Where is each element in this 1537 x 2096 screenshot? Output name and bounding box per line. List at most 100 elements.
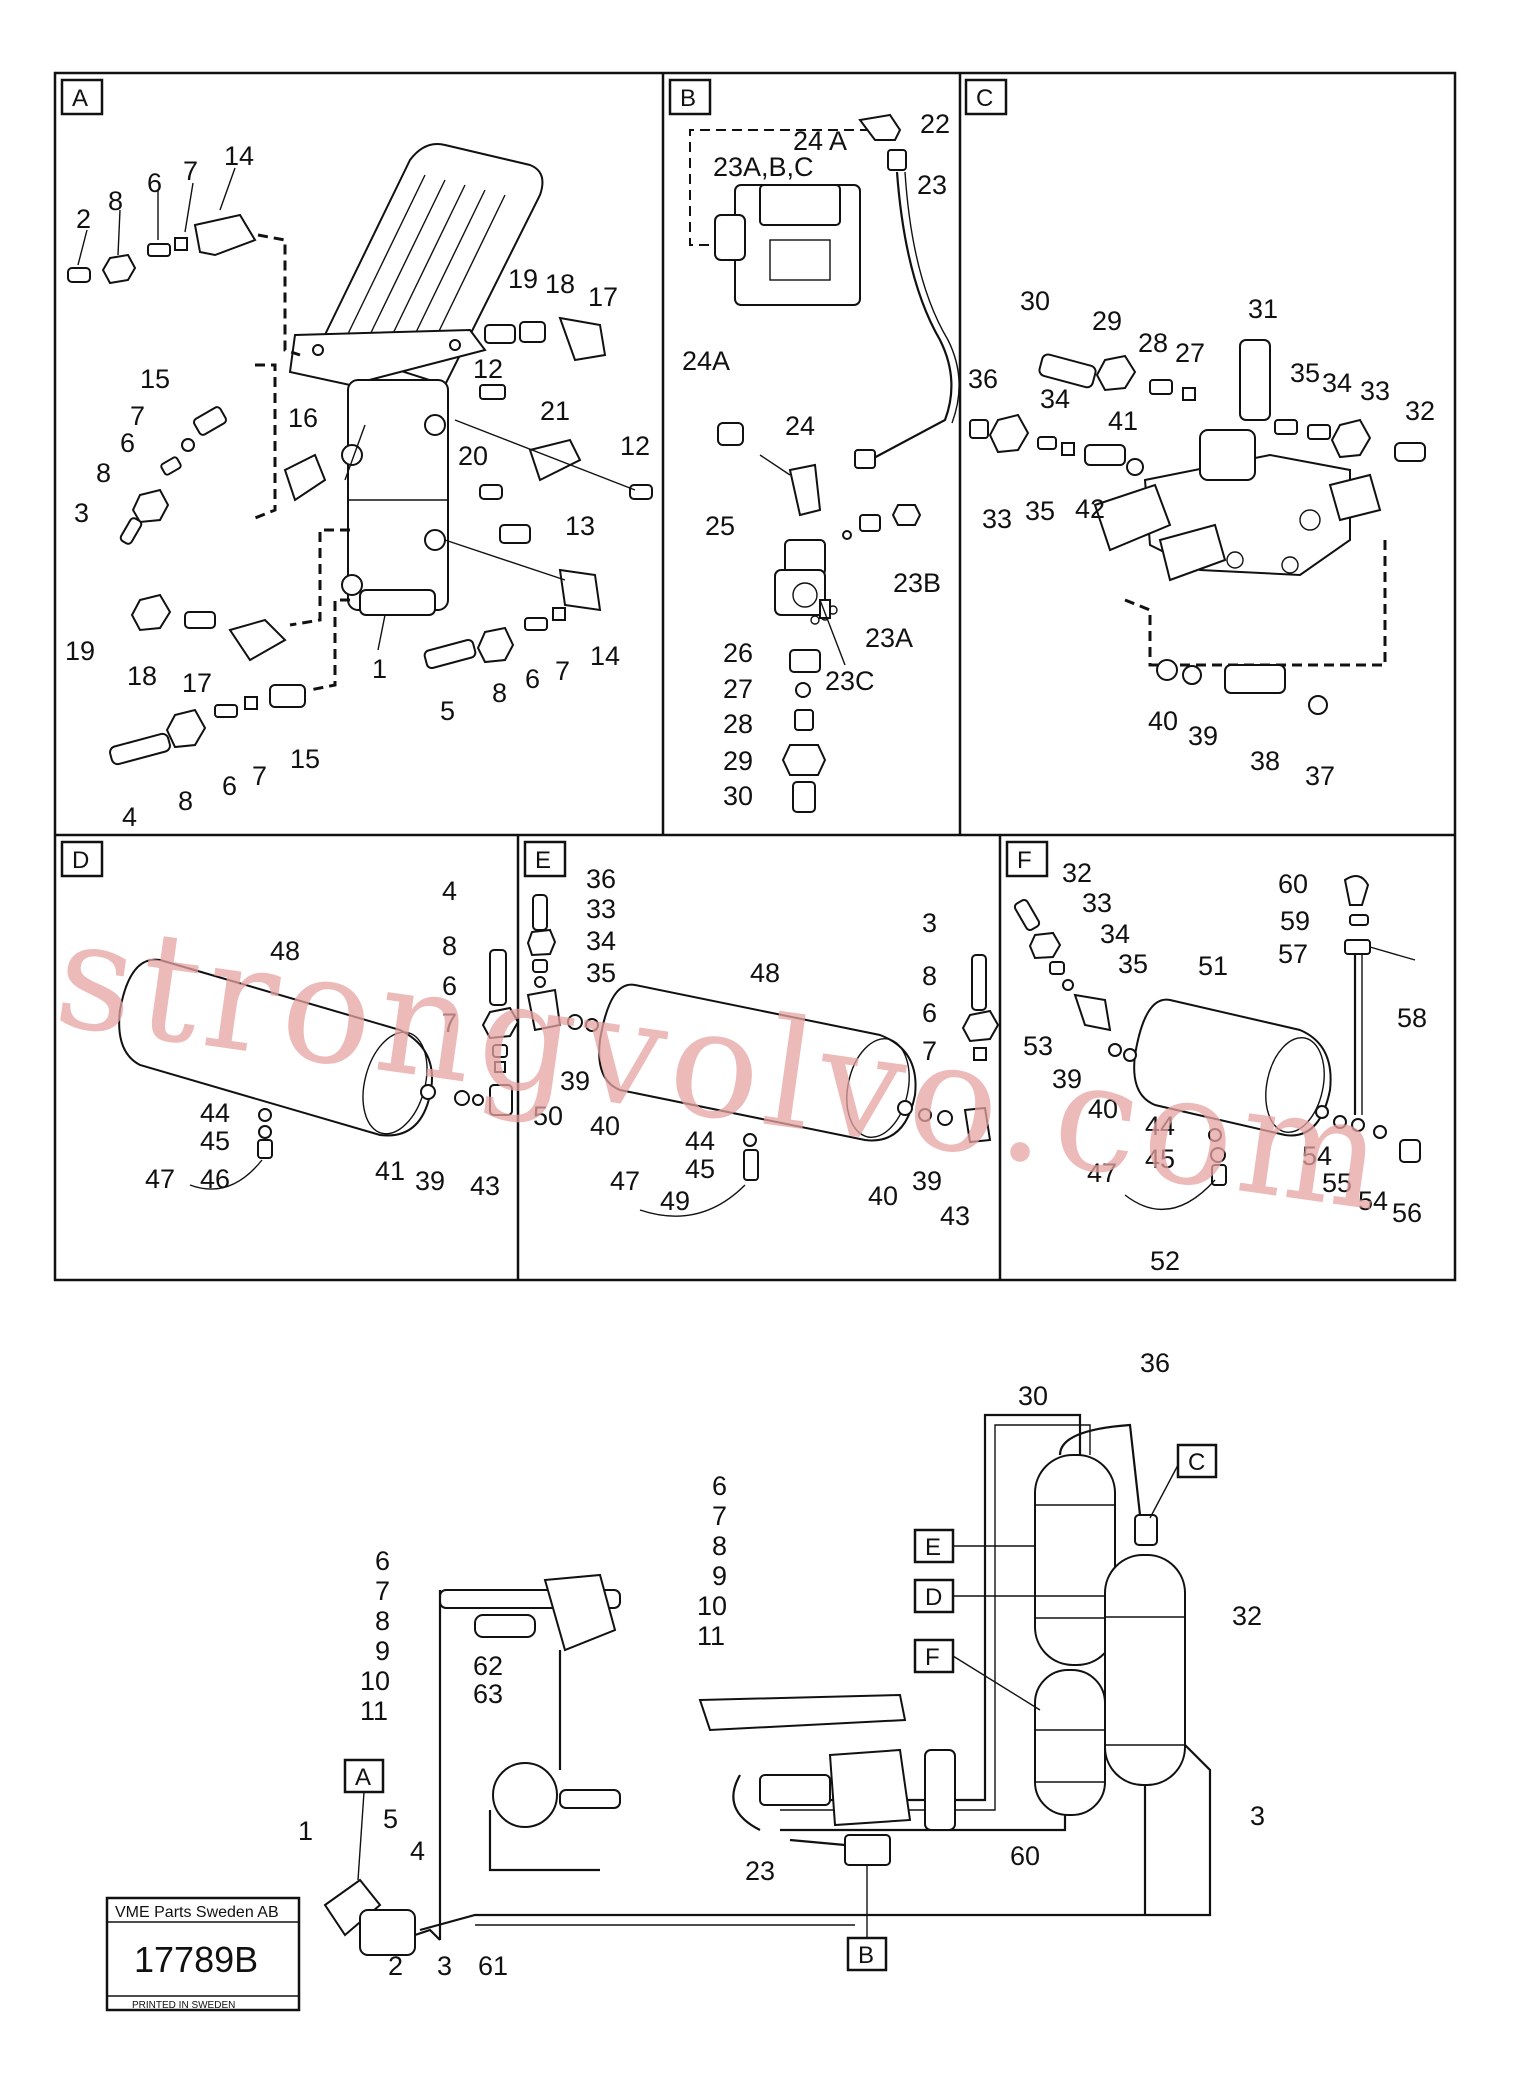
label-7c: 7: [555, 656, 570, 686]
label-23o: 23: [745, 1856, 775, 1886]
panel-e-labels: 36 33 34 35 48 3 8 6 7 39 50 40 44 45 47…: [533, 864, 970, 1231]
label-8d: 8: [178, 786, 193, 816]
label-32o: 32: [1232, 1601, 1262, 1631]
label-45d: 45: [200, 1126, 230, 1156]
label-10o2: 10: [360, 1666, 390, 1696]
label-45e: 45: [685, 1154, 715, 1184]
label-56f: 56: [1392, 1198, 1422, 1228]
label-35f: 35: [1118, 949, 1148, 979]
label-63o: 63: [473, 1679, 503, 1709]
label-48d: 48: [270, 936, 300, 966]
panel-letter-E: E: [523, 840, 567, 878]
label-39c: 39: [1188, 721, 1218, 751]
label-9o2: 9: [375, 1636, 390, 1666]
label-29: 29: [723, 746, 753, 776]
label-43d: 43: [470, 1171, 500, 1201]
label-4d: 4: [442, 876, 457, 906]
label-2o: 2: [388, 1951, 403, 1981]
printed-note: PRINTED IN SWEDEN: [132, 2000, 235, 2011]
label-28: 28: [723, 709, 753, 739]
label-7o: 7: [712, 1501, 727, 1531]
label-26: 26: [723, 638, 753, 668]
label-24: 24: [785, 411, 815, 441]
svg-text:A: A: [355, 1764, 371, 1791]
svg-text:F: F: [925, 1644, 940, 1671]
label-16: 16: [288, 403, 318, 433]
label-61o: 61: [478, 1951, 508, 1981]
label-35c2: 35: [1025, 496, 1055, 526]
label-33f: 33: [1082, 888, 1112, 918]
label-47e: 47: [610, 1166, 640, 1196]
label-5: 5: [440, 696, 455, 726]
label-35c: 35: [1290, 358, 1320, 388]
panel-letter-C: C: [964, 78, 1008, 116]
label-33e: 33: [586, 894, 616, 924]
label-14b: 14: [590, 641, 620, 671]
label-44e: 44: [685, 1126, 715, 1156]
label-31: 31: [1248, 294, 1278, 324]
callout-d: D: [913, 1578, 955, 1614]
label-10o: 10: [697, 1591, 727, 1621]
label-13: 13: [565, 511, 595, 541]
label-6c: 6: [525, 664, 540, 694]
label-23c: 23C: [825, 666, 875, 696]
label-33c: 33: [1360, 376, 1390, 406]
label-39d: 39: [415, 1166, 445, 1196]
label-23abc: 23A,B,C: [713, 152, 814, 182]
label-8: 8: [108, 186, 123, 216]
panel-f-labels: 32 33 34 35 60 59 57 51 58 53 39 40 44 4…: [1023, 858, 1427, 1276]
label-7f: 7: [922, 1036, 937, 1066]
label-21: 21: [540, 396, 570, 426]
label-41d: 41: [375, 1156, 405, 1186]
label-29c: 29: [1092, 306, 1122, 336]
panel-a-drawing: [67, 143, 653, 766]
label-39f: 39: [1052, 1064, 1082, 1094]
label-57f: 57: [1278, 939, 1308, 969]
label-12: 12: [473, 354, 503, 384]
label-14: 14: [224, 141, 254, 171]
label-6: 6: [147, 168, 162, 198]
label-35e: 35: [586, 958, 616, 988]
label-40e: 40: [590, 1111, 620, 1141]
label-34e: 34: [586, 926, 616, 956]
overview-callouts: A B C D E F: [343, 1443, 1218, 1972]
label-53f: 53: [1023, 1031, 1053, 1061]
svg-text:C: C: [976, 85, 993, 112]
label-15: 15: [140, 364, 170, 394]
panel-a-labels: 14 7 6 8 2 19 18 17 15 7 6 8 3 16 12 21 …: [65, 141, 650, 832]
label-1o: 1: [298, 1816, 313, 1846]
label-51f: 51: [1198, 951, 1228, 981]
label-11o2: 11: [360, 1696, 388, 1726]
svg-text:F: F: [1017, 847, 1032, 874]
label-50e: 50: [533, 1101, 563, 1131]
label-54f2: 54: [1358, 1186, 1388, 1216]
label-24a: 24A: [682, 346, 730, 376]
company-name: VME Parts Sweden AB: [115, 1904, 279, 1921]
label-11o: 11: [697, 1621, 725, 1651]
label-20: 20: [458, 441, 488, 471]
label-30o: 30: [1018, 1381, 1048, 1411]
label-34c: 34: [1322, 368, 1352, 398]
label-37c: 37: [1305, 761, 1335, 791]
label-40c: 40: [1148, 706, 1178, 736]
label-32f: 32: [1062, 858, 1092, 888]
label-27: 27: [723, 674, 753, 704]
label-18: 18: [545, 269, 575, 299]
label-24-a: 24 A: [793, 126, 847, 156]
label-19b: 19: [65, 636, 95, 666]
label-49e: 49: [660, 1186, 690, 1216]
label-23: 23: [917, 170, 947, 200]
label-34c2: 34: [1040, 384, 1070, 414]
label-33c2: 33: [982, 504, 1012, 534]
overview-labels: 30 36 6 7 8 9 10 11 6 7 8 9 10 11 62 63 …: [298, 1348, 1265, 1981]
label-27c: 27: [1175, 338, 1205, 368]
label-6b: 6: [120, 428, 135, 458]
label-3o: 3: [1250, 1801, 1265, 1831]
label-48e: 48: [750, 958, 780, 988]
watermark-text: strongvolvo.com: [46, 887, 1399, 1246]
label-7b: 7: [130, 401, 145, 431]
label-7d: 7: [252, 761, 267, 791]
panel-e-drawing: [526, 894, 1000, 1217]
label-3e: 3: [922, 908, 937, 938]
